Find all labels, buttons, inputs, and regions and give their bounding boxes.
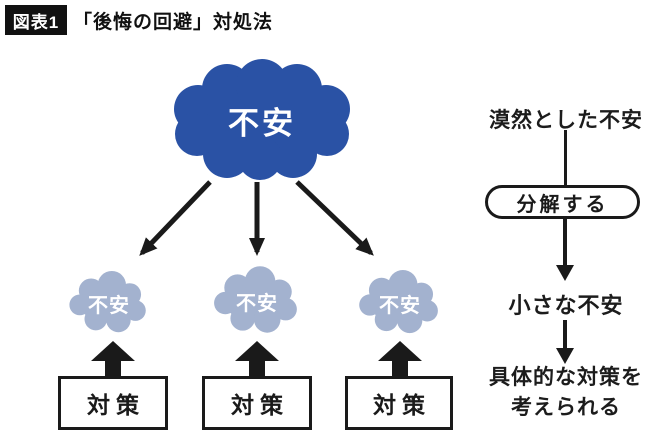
- countermeasure-box-1: 対策: [58, 376, 168, 430]
- fan-arrows: [139, 180, 374, 256]
- figure-title: 「後悔の回避」対処法: [73, 11, 274, 33]
- small-cloud-label: 不安: [88, 294, 130, 317]
- flow-action-decompose: 分解する: [485, 185, 640, 219]
- flow-connector-line: [564, 130, 567, 187]
- small-cloud-label: 不安: [236, 292, 278, 315]
- flow-result-line2: 考えられる: [511, 396, 621, 419]
- big-anxiety-cloud: 不安: [171, 59, 353, 181]
- down-arrow-icon: [556, 320, 574, 364]
- down-arrow-icon: [556, 218, 574, 281]
- cloud-shape-icon: [214, 266, 297, 333]
- flow-result-text: 具体的な対策を 考えられる: [463, 363, 669, 423]
- cloud-shape-icon: [69, 270, 146, 333]
- small-anxiety-cloud-1: 不安: [66, 270, 152, 336]
- flow-result-line1: 具体的な対策を: [489, 366, 643, 389]
- big-cloud-label: 不安: [228, 105, 296, 141]
- small-cloud-label: 不安: [379, 294, 421, 317]
- arrow-to-right-cloud-icon: [295, 180, 374, 256]
- small-anxiety-cloud-2: 不安: [211, 265, 303, 337]
- countermeasure-box-2: 対策: [202, 376, 312, 430]
- flow-step-vague-anxiety: 漠然とした不安: [489, 109, 643, 132]
- figure-badge: 図表1: [5, 5, 67, 35]
- flow-step-small-anxiety: 小さな不安: [508, 293, 624, 318]
- up-arrow-icon: [235, 341, 279, 376]
- arrow-to-left-cloud-icon: [139, 180, 212, 256]
- up-arrow-icon: [378, 341, 422, 376]
- up-arrow-icon: [91, 341, 135, 376]
- cloud-shape-icon: [359, 269, 438, 334]
- cloud-shape-icon: [174, 59, 350, 180]
- countermeasure-box-3: 対策: [345, 376, 453, 430]
- small-anxiety-cloud-3: 不安: [356, 269, 444, 337]
